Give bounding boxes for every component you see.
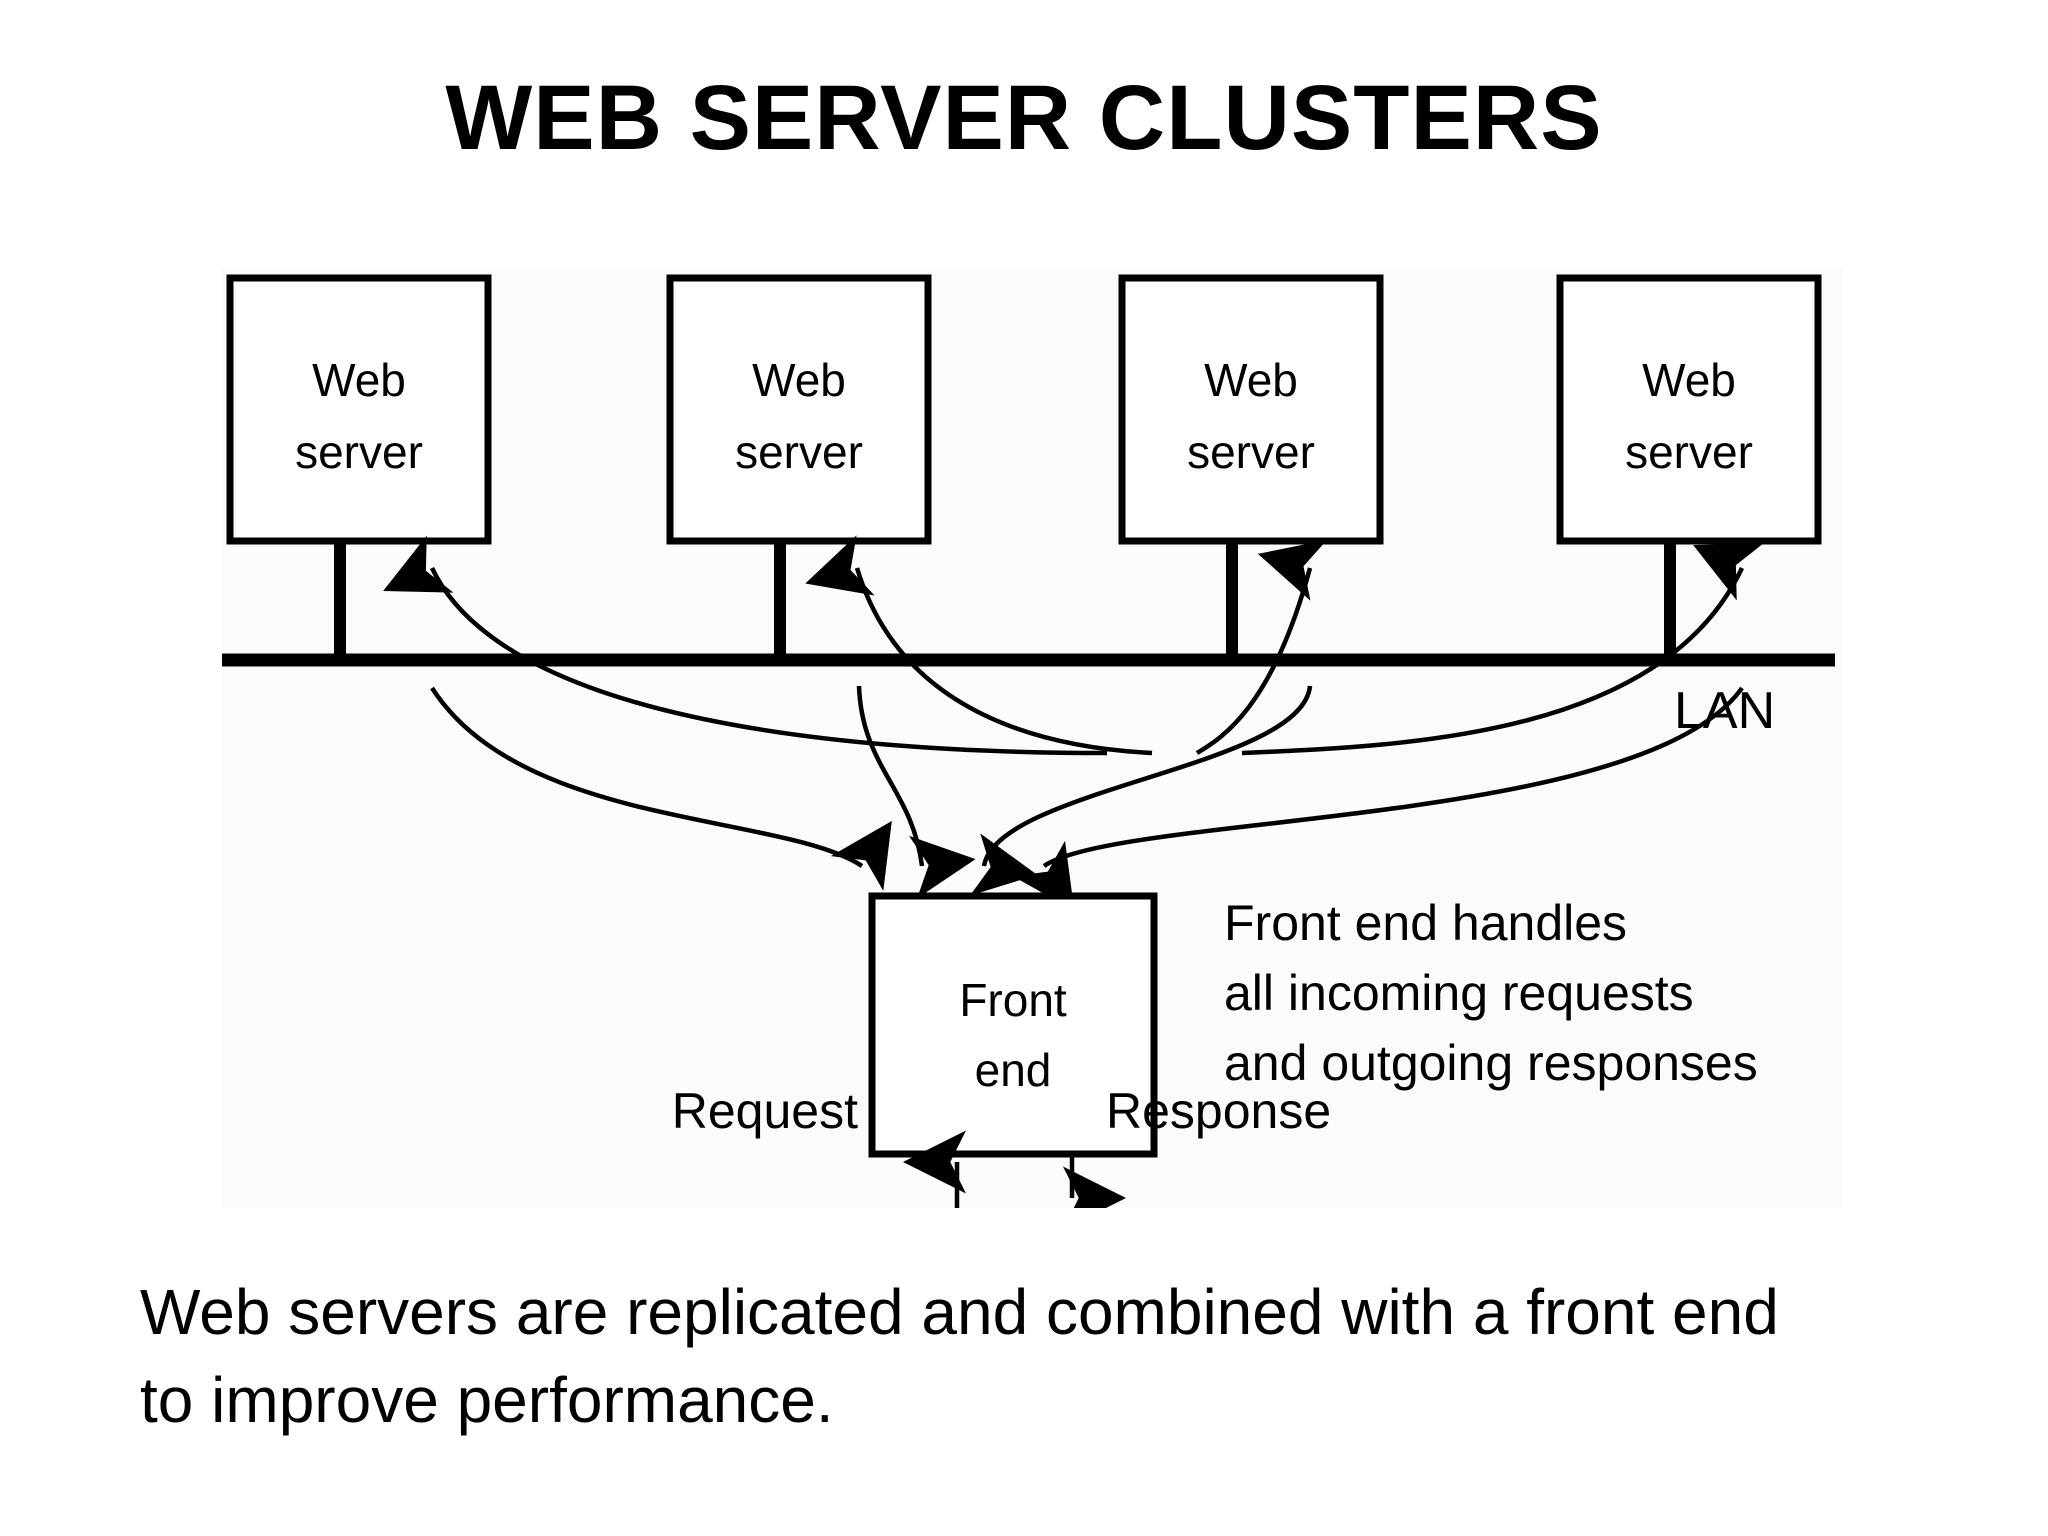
web-server-node-4[interactable]: Web server [1556, 274, 1822, 545]
web-server-node-3[interactable]: Web server [1118, 274, 1384, 545]
web-server-label-2-line1: Web [752, 354, 846, 406]
web-server-label-1-line1: Web [312, 354, 406, 406]
web-server-label-4-line2: server [1625, 426, 1753, 478]
front-end-node[interactable]: Front end [868, 892, 1158, 1158]
cluster-diagram: Web server Web server Web server Web ser… [222, 268, 1842, 1208]
front-end-note-line-2: all incoming requests [1224, 965, 1694, 1021]
front-end-note: Front end handles all incoming requests … [1224, 895, 1758, 1091]
web-server-node-1[interactable]: Web server [226, 274, 492, 545]
response-path-to-server-2 [805, 535, 1153, 756]
front-end-box [868, 892, 1158, 1158]
response-path-to-server-1 [383, 535, 1108, 756]
request-path-from-server-1 [430, 686, 892, 891]
web-server-label-2-line2: server [735, 426, 863, 478]
page-title: WEB SERVER CLUSTERS [445, 67, 1603, 169]
web-server-label-3-line2: server [1187, 426, 1315, 478]
web-server-label-3-line1: Web [1204, 354, 1298, 406]
web-server-label-1-line2: server [295, 426, 423, 478]
web-server-node-2[interactable]: Web server [666, 274, 932, 545]
request-label: Request [672, 1083, 858, 1139]
request-path-from-server-4 [1012, 686, 1744, 911]
caption-line-2: to improve performance. [140, 1364, 834, 1437]
web-server-box-2 [666, 274, 932, 545]
web-server-box-1 [226, 274, 492, 545]
slide-caption: Web servers are replicated and combined … [140, 1268, 1940, 1445]
web-server-label-4-line1: Web [1642, 354, 1736, 406]
request-path-from-server-2 [856, 685, 976, 899]
front-end-label-line2: end [975, 1044, 1052, 1096]
web-server-box-3 [1118, 274, 1384, 545]
web-server-box-4 [1556, 274, 1822, 545]
front-end-note-line-1: Front end handles [1224, 895, 1627, 951]
front-end-label-line1: Front [959, 974, 1067, 1026]
front-end-note-line-3: and outgoing responses [1224, 1035, 1758, 1091]
response-path-to-server-3 [1195, 539, 1327, 755]
diagram-svg: Web server Web server Web server Web ser… [222, 274, 1835, 1208]
request-path-from-server-3 [969, 685, 1313, 896]
response-path-to-server-4 [1241, 543, 1764, 756]
response-label: Response [1106, 1083, 1331, 1139]
caption-line-1: Web servers are replicated and combined … [140, 1276, 1779, 1348]
